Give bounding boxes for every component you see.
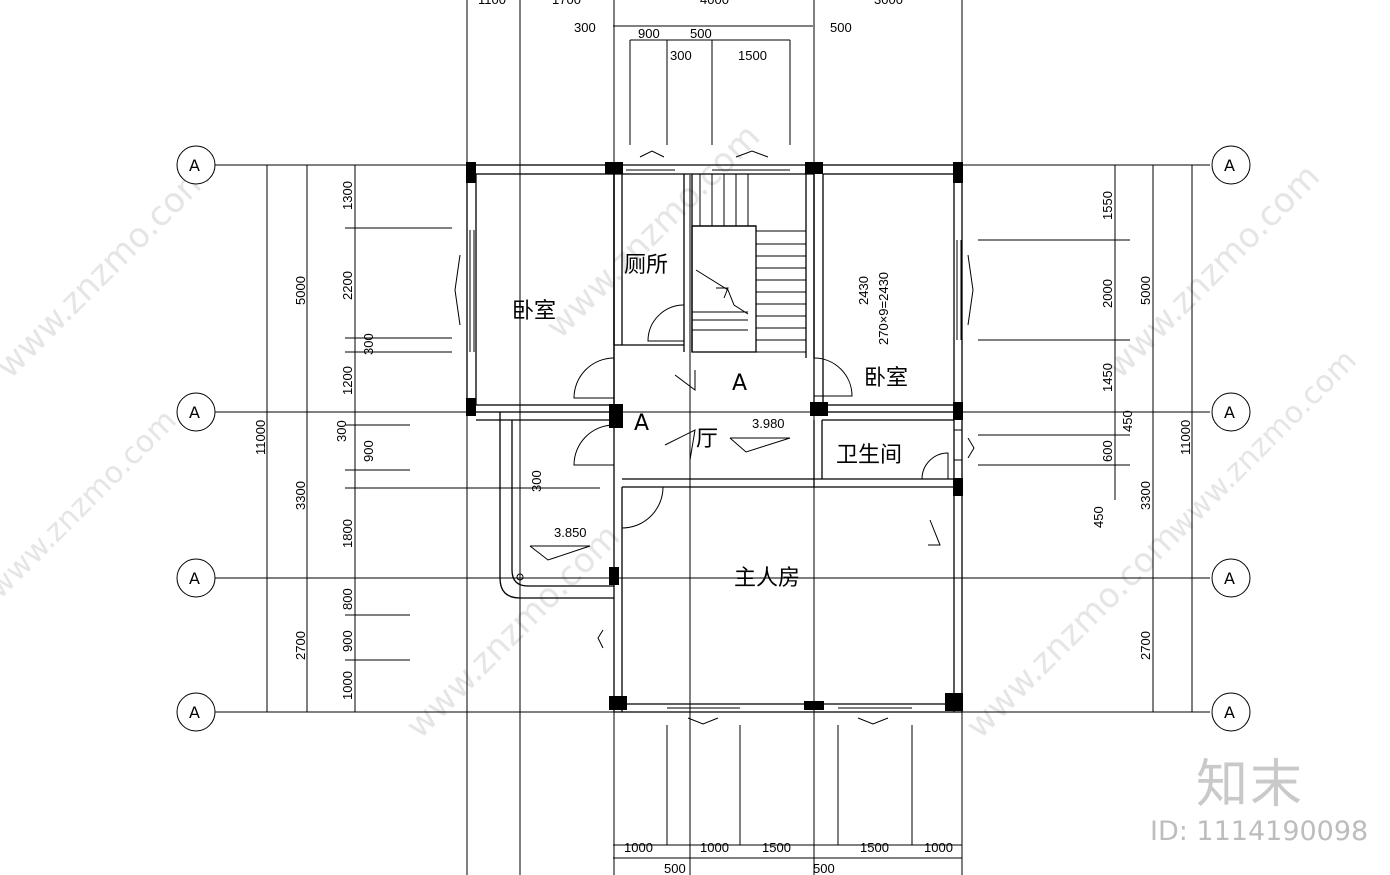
level-balcony: 3.850 — [554, 525, 587, 540]
watermark-text: www.znzmo.com — [0, 156, 218, 386]
dim-text: 2200 — [340, 271, 355, 300]
dim-text: 1000 — [700, 840, 729, 855]
watermark-layer: www.znzmo.com www.znzmo.com www.znzmo.co… — [0, 116, 1364, 746]
level-labels: 3.980 3.850 — [554, 416, 785, 540]
axis-label: A — [189, 156, 200, 175]
dim-text: 1500 — [762, 840, 791, 855]
dim-text: 500 — [690, 26, 712, 41]
dim-text: 3000 — [874, 0, 903, 7]
axis-label: A — [1224, 156, 1235, 175]
dim-text: 600 — [1100, 440, 1115, 462]
dimensions-right: 11000 5000 3300 2700 1550 2000 1450 450 … — [1091, 191, 1193, 660]
dim-text: 3300 — [1138, 481, 1153, 510]
dim-text: 300 — [529, 470, 544, 492]
dim-text: 2000 — [1100, 279, 1115, 308]
dimensions-bottom: 1000 1000 1500 1500 1000 500 500 — [624, 840, 953, 875]
dim-text: 900 — [340, 630, 355, 652]
dim-text: 1000 — [624, 840, 653, 855]
stair-note-total: 2430 — [856, 276, 871, 305]
room-label-bedroom-left: 卧室 — [512, 299, 556, 324]
dim-text: 900 — [361, 440, 376, 462]
dim-text: 2700 — [293, 631, 308, 660]
dim-text: 1800 — [340, 519, 355, 548]
dim-text: 11000 — [253, 420, 268, 455]
brand-watermark: 知末 — [1196, 755, 1305, 815]
level-markers — [529, 370, 941, 561]
dim-text: 1450 — [1100, 363, 1115, 392]
axis-label: A — [1224, 569, 1235, 588]
dim-text: 1100 — [478, 0, 506, 7]
dim-text: 450 — [1091, 506, 1106, 528]
dim-text: 500 — [813, 861, 835, 875]
doors — [454, 150, 975, 725]
dim-text: 450 — [1120, 410, 1135, 432]
dim-text: 500 — [830, 20, 852, 35]
dim-text: 800 — [340, 588, 355, 610]
dim-text: 1700 — [552, 0, 581, 7]
dim-text: 300 — [361, 333, 376, 355]
axis-label: A — [1224, 703, 1235, 722]
dim-text: 5000 — [293, 276, 308, 305]
dim-text: 5000 — [1138, 276, 1153, 305]
stair-mark: A — [732, 371, 747, 396]
dim-text: 1500 — [738, 48, 767, 63]
dim-text: 4000 — [700, 0, 729, 7]
dim-text: 500 — [664, 861, 686, 875]
axis-label: A — [189, 703, 200, 722]
dim-text: 1000 — [924, 840, 953, 855]
room-label-bathroom: 卫生间 — [836, 443, 902, 468]
dim-text: 1500 — [860, 840, 889, 855]
dim-text: 1000 — [340, 671, 355, 700]
watermark-text: www.znzmo.com — [1098, 156, 1328, 386]
level-hall: 3.980 — [752, 416, 785, 431]
watermark-text: www.znzmo.com — [0, 403, 184, 606]
stairs — [692, 174, 806, 353]
dim-text: 2700 — [1138, 631, 1153, 660]
room-label-toilet: 厕所 — [624, 253, 668, 278]
dim-text: 3300 — [293, 481, 308, 510]
dim-text: 300 — [670, 48, 692, 63]
axis-label: A — [189, 403, 200, 422]
hall-mark: A — [634, 411, 649, 436]
dimensions-left: 11000 5000 3300 2700 1300 2200 300 1200 … — [253, 181, 544, 700]
axis-bubbles: A A A A A A A A — [176, 145, 1251, 732]
dim-text: 900 — [638, 26, 660, 41]
dim-text: 1200 — [340, 366, 355, 395]
dim-text: 300 — [334, 420, 349, 442]
room-label-master: 主人房 — [734, 566, 800, 591]
room-label-bedroom-right: 卧室 — [864, 366, 908, 391]
id-watermark: ID: 1114190098 — [1150, 816, 1369, 847]
room-labels: 卧室 厕所 卧室 厅 卫生间 主人房 A A — [512, 253, 908, 591]
axis-label: A — [1224, 403, 1235, 422]
axis-label: A — [189, 569, 200, 588]
dim-text: 1550 — [1100, 191, 1115, 220]
dim-text: 11000 — [1178, 420, 1193, 455]
stair-note: 2430 270×9=2430 — [856, 272, 891, 345]
dimensions-top: 1100 1700 4000 3000 300 900 500 500 300 … — [478, 0, 903, 63]
room-label-hall: 厅 — [696, 427, 718, 452]
stair-note-formula: 270×9=2430 — [876, 272, 891, 345]
dim-text: 300 — [574, 20, 596, 35]
walls — [466, 164, 963, 713]
columns — [466, 162, 963, 711]
dim-text: 1300 — [340, 181, 355, 210]
